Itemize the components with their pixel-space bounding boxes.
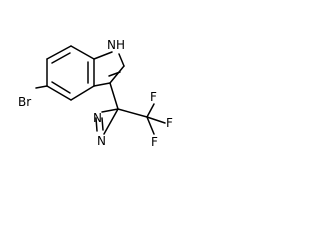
bond-c4-c4a bbox=[70, 85, 95, 101]
bond-c7a-n1 bbox=[93, 51, 113, 60]
bond-nupper-nlower bbox=[95, 117, 98, 132]
bond-c1-c2 bbox=[46, 45, 72, 60]
bond-ccf3-fright bbox=[146, 116, 166, 124]
bond-c3-c4-inner bbox=[51, 81, 71, 94]
chemical-structure: NH Br N N F F F bbox=[18, 38, 173, 149]
atom-label-f-top: F bbox=[150, 90, 157, 104]
bond-c3p-cq bbox=[109, 82, 119, 110]
bond-cq-nupper bbox=[101, 108, 119, 113]
bond-ccf3-ftop bbox=[146, 103, 155, 118]
atom-label-n-upper: N bbox=[93, 111, 102, 125]
bonds bbox=[35, 45, 166, 135]
bond-c3p-c4a bbox=[93, 82, 111, 87]
bond-c7a-c1 bbox=[70, 45, 95, 60]
atom-label-br: Br bbox=[18, 95, 31, 109]
bond-ccf3-fbottom bbox=[146, 116, 155, 135]
atom-label-n-lower: N bbox=[97, 134, 106, 148]
bond-nupper-nlower-inner bbox=[101, 117, 104, 131]
bond-cq-ccf3 bbox=[117, 108, 148, 118]
atom-label-f-bottom: F bbox=[151, 135, 158, 149]
atom-label-f-right: F bbox=[166, 116, 173, 130]
bond-cq-nlower bbox=[103, 108, 119, 135]
bond-c2p-c3p bbox=[109, 65, 125, 84]
bond-c3-c4 bbox=[46, 85, 72, 101]
bond-c2p-c3p-inner bbox=[108, 71, 121, 77]
bond-c1-c2-inner bbox=[51, 52, 71, 64]
atom-label-nh: NH bbox=[107, 38, 125, 52]
bond-c3-br bbox=[35, 85, 48, 89]
bond-n1-c2p bbox=[118, 53, 125, 67]
